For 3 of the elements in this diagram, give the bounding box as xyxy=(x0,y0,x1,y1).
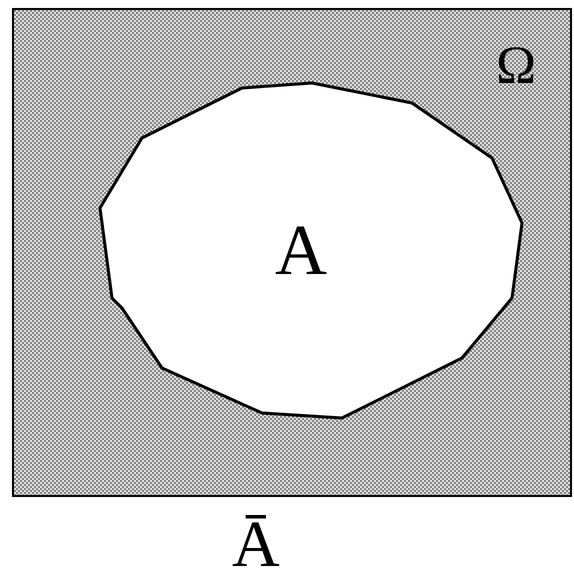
set-label: A xyxy=(275,214,327,286)
complement-label: Ā xyxy=(232,512,280,578)
set-label: Ω xyxy=(496,38,536,92)
